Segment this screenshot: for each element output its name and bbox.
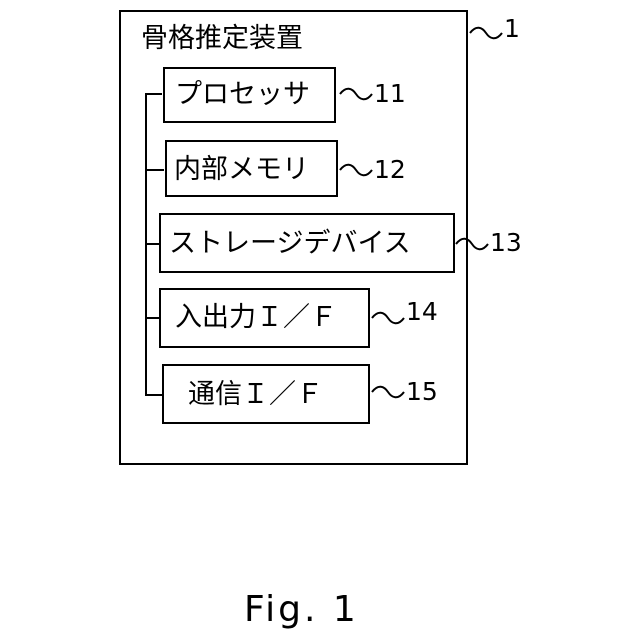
leader-14 (372, 313, 404, 324)
storage-device-ref: 13 (490, 230, 522, 255)
device-ref: 1 (504, 16, 520, 41)
leader-15 (372, 387, 404, 398)
leader-1 (470, 28, 502, 39)
comm-interface-label: 通信Ｉ／Ｆ (188, 381, 323, 408)
leader-12 (340, 165, 372, 176)
io-interface-ref: 14 (406, 299, 438, 324)
processor-ref: 11 (374, 81, 406, 106)
leader-13 (456, 239, 488, 250)
leader-11 (340, 89, 372, 100)
storage-device-label: ストレージデバイス (169, 230, 411, 257)
figure-caption: Fig. 1 (244, 592, 359, 628)
io-interface-label: 入出力Ｉ／Ｆ (175, 304, 337, 331)
internal-memory-ref: 12 (374, 157, 406, 182)
processor-label: プロセッサ (175, 81, 310, 108)
comm-interface-ref: 15 (406, 379, 438, 404)
internal-memory-label: 内部メモリ (174, 156, 309, 183)
